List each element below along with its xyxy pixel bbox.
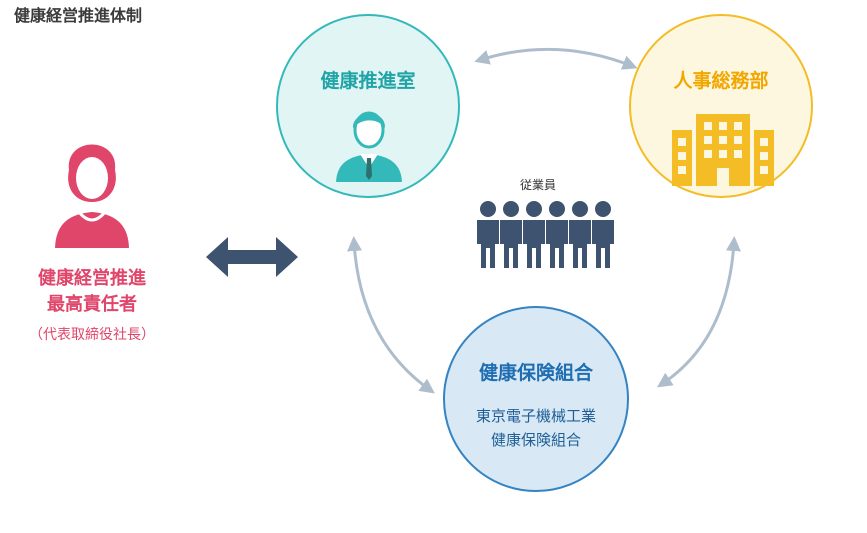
health-insurance-label: 健康保険組合 [478, 362, 593, 384]
group-people-icon [477, 201, 614, 268]
promotion-office-node: 健康推進室 [276, 14, 460, 198]
building-icon [672, 114, 774, 186]
page-title: 健康経営推進体制 [14, 6, 143, 25]
hr-dept-label: 人事総務部 [673, 70, 769, 92]
health-insurance-sub-line1: 東京電子機械工業 [475, 407, 596, 425]
health-insurance-node: 健康保険組合 東京電子機械工業 健康保険組合 [443, 306, 629, 492]
arrow-promotion-hr [474, 47, 638, 70]
health-insurance-sub-line2: 健康保険組合 [490, 431, 581, 449]
employees-label: 従業員 [519, 178, 556, 192]
arrow-hr-insurance [657, 236, 741, 388]
hr-dept-node: 人事総務部 [629, 14, 813, 198]
promotion-office-label: 健康推進室 [320, 70, 416, 92]
businessman-icon [336, 111, 402, 182]
arrow-promotion-insurance [347, 236, 435, 394]
person-icon [55, 144, 129, 248]
arrow-ceo-promotion [206, 237, 298, 277]
ceo-title-line1: 健康経営推進 [38, 268, 146, 289]
ceo-title-line2: 最高責任者 [47, 294, 137, 315]
ceo-subtitle: （代表取締役社長） [29, 327, 155, 343]
